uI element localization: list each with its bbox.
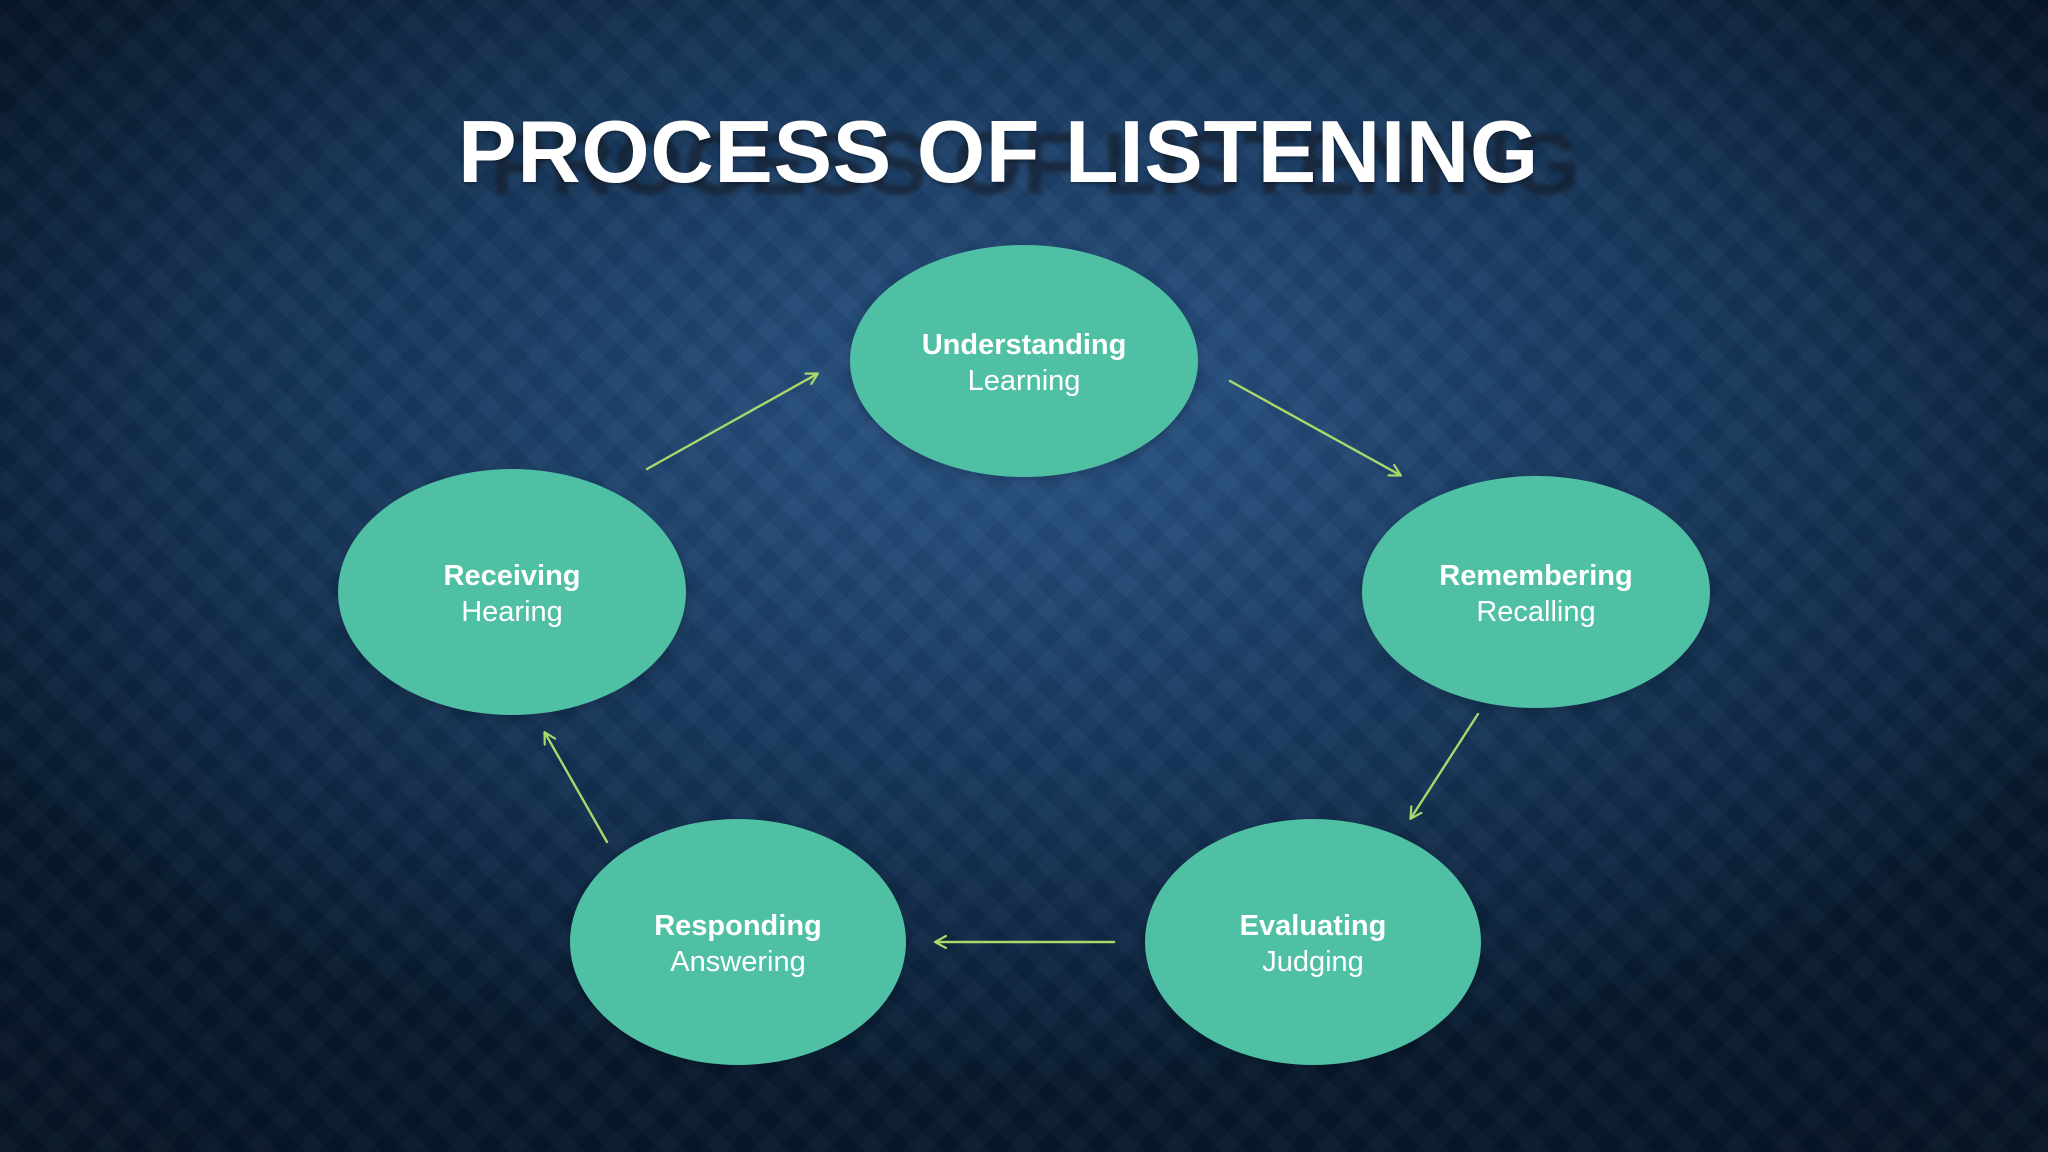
node-understanding-label: Understanding <box>922 329 1127 361</box>
node-receiving-label: Receiving <box>444 560 581 592</box>
node-receiving: Receiving Hearing <box>338 469 686 715</box>
node-receiving-shape <box>338 469 686 715</box>
node-understanding-shape <box>850 245 1198 477</box>
node-responding-label: Responding <box>654 910 822 942</box>
node-evaluating-label: Evaluating <box>1240 910 1387 942</box>
node-understanding: Understanding Learning <box>850 245 1198 477</box>
node-understanding-sublabel: Learning <box>968 365 1081 397</box>
arrow-responding-to-receiving <box>545 733 609 844</box>
slide-title: PROCESS OF LISTENING <box>458 102 1539 201</box>
arrow-receiving-to-understanding <box>645 374 817 471</box>
node-evaluating-shape <box>1145 819 1481 1065</box>
node-receiving-sublabel: Hearing <box>461 596 563 628</box>
arrow-understanding-to-remembering <box>1228 379 1400 475</box>
arrow-remembering-to-evaluating <box>1411 712 1480 818</box>
node-remembering: Remembering Recalling <box>1362 476 1710 708</box>
node-responding: Responding Answering <box>570 819 906 1065</box>
title-shadow: PROCESS OF LISTENING <box>489 114 1582 213</box>
node-remembering-label: Remembering <box>1439 560 1632 592</box>
node-remembering-sublabel: Recalling <box>1476 596 1595 628</box>
node-responding-shape <box>570 819 906 1065</box>
node-responding-sublabel: Answering <box>670 946 805 978</box>
node-evaluating: Evaluating Judging <box>1145 819 1481 1065</box>
node-remembering-shape <box>1362 476 1710 708</box>
node-evaluating-sublabel: Judging <box>1262 946 1364 978</box>
